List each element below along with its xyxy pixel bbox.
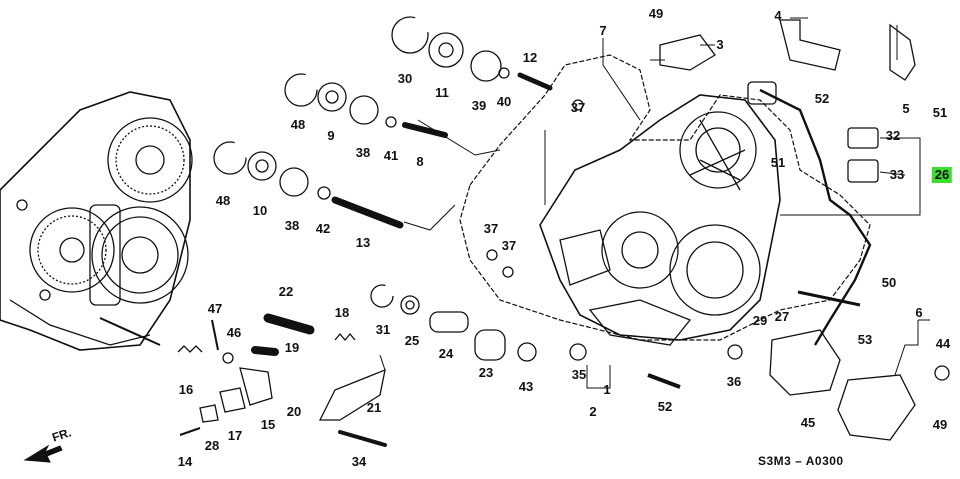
diagram-code: S3M3 – A0300 xyxy=(758,454,844,468)
callout-37-a: 37 xyxy=(570,100,586,115)
callout-19: 19 xyxy=(284,340,300,355)
callout-52-a: 52 xyxy=(814,91,830,106)
callout-9: 9 xyxy=(327,128,335,143)
callout-27: 27 xyxy=(774,309,790,324)
callout-8: 8 xyxy=(416,154,424,169)
direction-arrow-icon xyxy=(23,444,63,463)
transmission-case-art xyxy=(539,94,781,346)
callout-15: 15 xyxy=(260,417,276,432)
callout-31: 31 xyxy=(375,322,391,337)
callout-45: 45 xyxy=(800,415,816,430)
callout-1: 1 xyxy=(603,382,611,397)
callout-43: 43 xyxy=(518,379,534,394)
callout-50: 50 xyxy=(881,275,897,290)
callout-4: 4 xyxy=(774,8,782,23)
callout-6: 6 xyxy=(915,305,923,320)
callout-18: 18 xyxy=(334,305,350,320)
callout-36: 36 xyxy=(726,374,742,389)
callout-28: 28 xyxy=(204,438,220,453)
callout-17: 17 xyxy=(227,428,243,443)
callout-20: 20 xyxy=(286,404,302,419)
callout-22: 22 xyxy=(278,284,294,299)
callout-38-b: 38 xyxy=(284,218,300,233)
callout-10: 10 xyxy=(252,203,268,218)
callout-49-a: 49 xyxy=(648,6,664,21)
callout-41: 41 xyxy=(383,148,399,163)
callout-11: 11 xyxy=(435,85,449,100)
callout-46: 46 xyxy=(226,325,242,340)
callout-44: 44 xyxy=(935,336,951,351)
callout-37-b: 37 xyxy=(483,221,499,236)
callout-48-b: 48 xyxy=(215,193,231,208)
callout-29: 29 xyxy=(752,313,768,328)
callout-25: 25 xyxy=(404,333,420,348)
callout-42: 42 xyxy=(315,221,331,236)
callout-53: 53 xyxy=(857,332,873,347)
callout-16: 16 xyxy=(178,382,194,397)
callout-2: 2 xyxy=(589,404,597,419)
callout-35: 35 xyxy=(571,367,587,382)
callout-5: 5 xyxy=(902,101,910,116)
callout-14: 14 xyxy=(177,454,193,469)
callout-47: 47 xyxy=(207,301,223,316)
callout-26-highlighted[interactable]: 26 xyxy=(931,167,953,183)
callout-39: 39 xyxy=(471,98,487,113)
callout-51-a: 51 xyxy=(770,155,786,170)
callout-23: 23 xyxy=(478,365,494,380)
gasket-art xyxy=(459,54,871,341)
gear-assembly-art xyxy=(0,91,193,351)
callout-33: 33 xyxy=(889,167,905,182)
callout-34: 34 xyxy=(351,454,367,469)
callout-48-a: 48 xyxy=(290,117,306,132)
callout-37-c: 37 xyxy=(501,238,517,253)
callout-12: 12 xyxy=(522,50,538,65)
callout-51-b: 51 xyxy=(932,105,948,120)
callout-3: 3 xyxy=(716,37,724,52)
callout-38-a: 38 xyxy=(355,145,371,160)
callout-32: 32 xyxy=(885,128,901,143)
sensor-art xyxy=(747,81,777,105)
callout-40: 40 xyxy=(496,94,512,109)
callout-49-b: 49 xyxy=(932,417,948,432)
callout-52-b: 52 xyxy=(657,399,673,414)
callout-30: 30 xyxy=(397,71,413,86)
callout-7: 7 xyxy=(599,23,607,38)
callout-21: 21 xyxy=(366,400,382,415)
callout-13: 13 xyxy=(355,235,371,250)
callout-24: 24 xyxy=(438,346,454,361)
